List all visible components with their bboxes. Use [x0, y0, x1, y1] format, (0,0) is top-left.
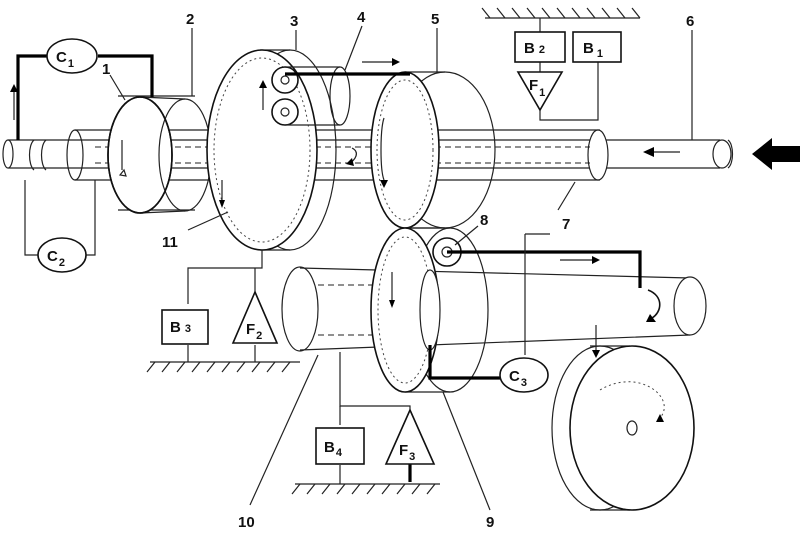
- svg-text:B2: B2: [524, 40, 545, 57]
- label-9: 9: [486, 514, 494, 531]
- flow-arrow-icon: [560, 256, 600, 264]
- svg-text:F1: F1: [529, 77, 545, 99]
- leader-line: [249, 354, 319, 506]
- flow-arrow-icon: [362, 58, 400, 66]
- input-arrow-icon: [752, 138, 800, 170]
- svg-text:C1: C1: [56, 49, 74, 70]
- power-path: [447, 250, 642, 288]
- rotation-arrow-icon: [646, 314, 656, 322]
- svg-text:B4: B4: [324, 439, 343, 459]
- leader-line: [344, 25, 363, 71]
- rotation-arrow-icon: [647, 289, 661, 319]
- leader-line: [109, 74, 126, 101]
- ground-hatch: [481, 7, 641, 19]
- flow-arrow-icon: [643, 147, 680, 157]
- svg-text:B3: B3: [170, 319, 191, 336]
- output-shaft: [281, 266, 707, 352]
- ring-gear-5: [370, 71, 496, 229]
- rotation-arrow-icon: [40, 139, 47, 171]
- freewheel-f1: F1: [516, 71, 564, 112]
- connector-line: [539, 60, 599, 121]
- svg-text:F2: F2: [246, 321, 262, 342]
- drum-1: [107, 96, 212, 214]
- connector-line: [24, 180, 40, 256]
- power-path: [98, 54, 154, 97]
- svg-text:C2: C2: [47, 248, 65, 269]
- rotation-arrow-icon: [28, 139, 35, 171]
- label-3: 3: [290, 13, 298, 30]
- clutch-c2: C2: [37, 237, 87, 273]
- ground-hatch: [146, 345, 300, 373]
- label-7: 7: [562, 216, 570, 233]
- label-4: 4: [357, 9, 366, 26]
- flow-arrow-icon: [10, 84, 18, 120]
- output-wheel: [551, 325, 695, 511]
- ring-gear-3: [206, 49, 357, 251]
- label-1: 1: [102, 61, 110, 78]
- connector-line: [524, 233, 550, 355]
- clutch-c1: C1: [46, 38, 98, 74]
- brake-b4: B4: [315, 427, 365, 465]
- clutch-c3: C3: [499, 357, 549, 393]
- label-10: 10: [238, 514, 255, 531]
- label-2: 2: [186, 11, 194, 28]
- power-path: [428, 345, 500, 380]
- leader-line: [557, 181, 576, 211]
- label-6: 6: [686, 13, 694, 30]
- ground-hatch: [291, 465, 440, 495]
- label-5: 5: [431, 11, 439, 28]
- svg-text:B1: B1: [583, 40, 603, 60]
- connector-line: [84, 180, 96, 256]
- svg-text:C3: C3: [509, 368, 527, 389]
- rotation-arrow-icon: [727, 139, 734, 169]
- leader-line: [454, 225, 479, 246]
- connector-line: [187, 250, 263, 304]
- freewheel-f3: F3: [384, 408, 436, 465]
- svg-text:F3: F3: [399, 442, 415, 463]
- leader-line: [442, 391, 491, 511]
- flow-arrow-icon: [259, 80, 267, 110]
- ring-gear-9: [370, 227, 489, 393]
- leader-line: [187, 211, 229, 231]
- label-8: 8: [480, 212, 488, 229]
- label-11: 11: [162, 234, 178, 251]
- power-path: [16, 54, 48, 140]
- freewheel-f2: F2: [231, 289, 279, 344]
